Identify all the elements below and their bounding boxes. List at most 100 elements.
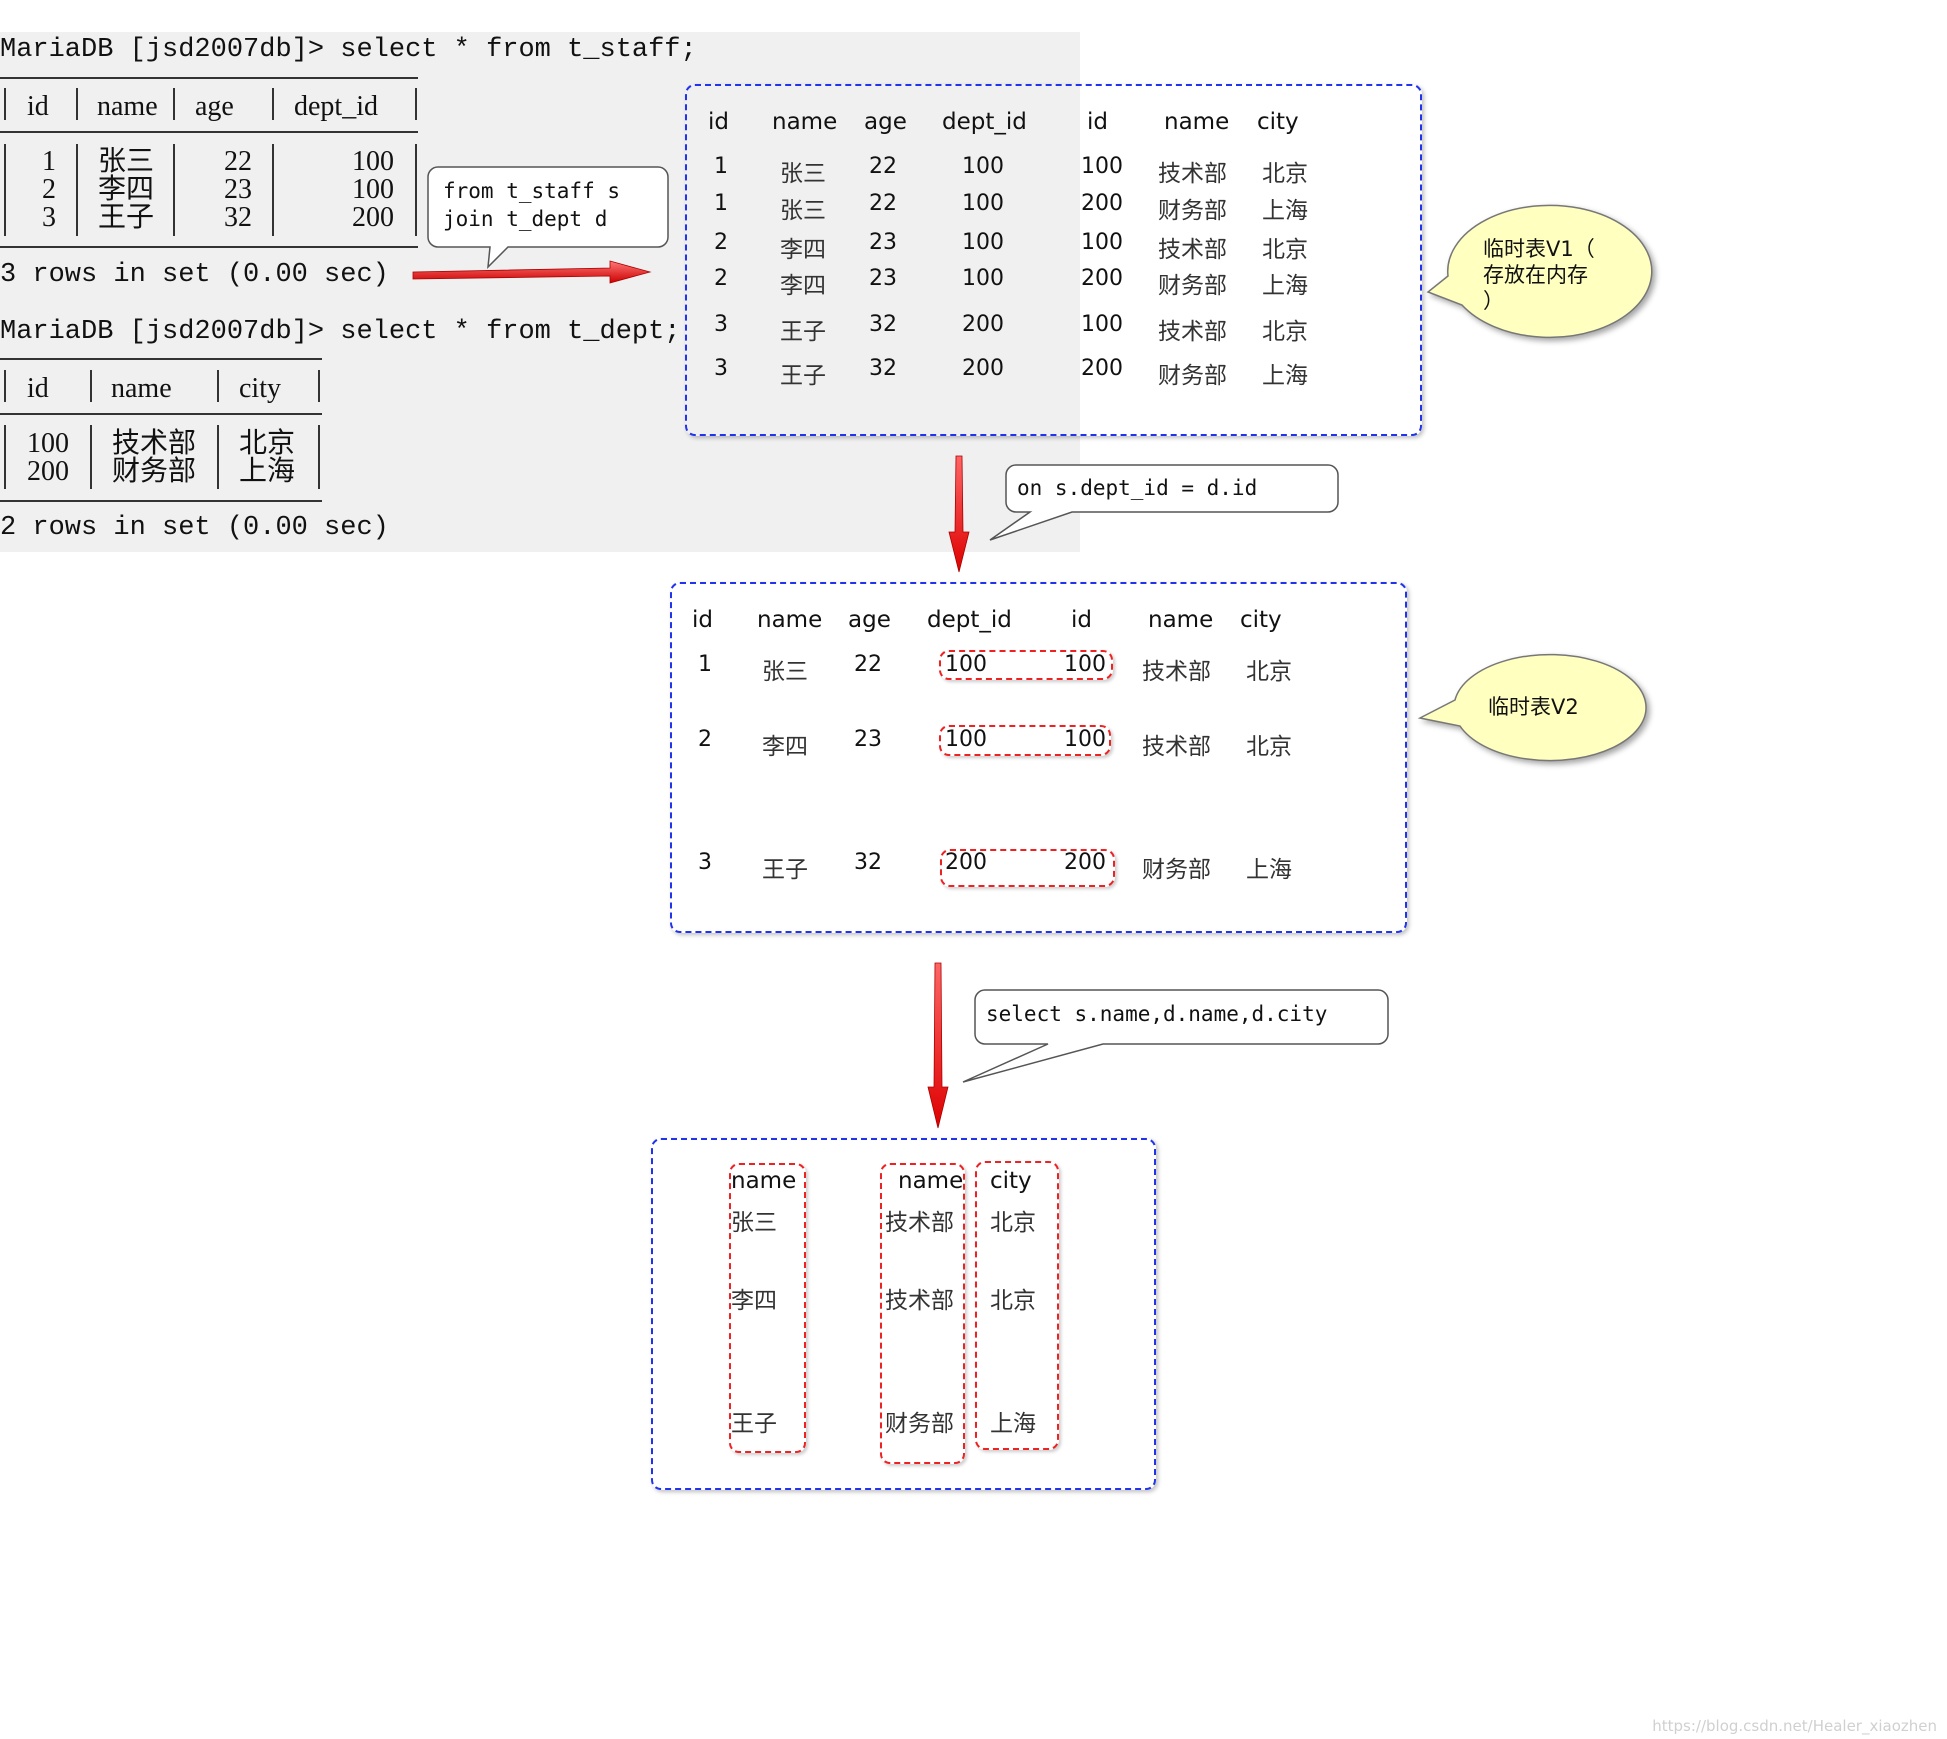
v1-header-age: age xyxy=(864,109,907,135)
table-cell: 3 xyxy=(714,312,728,337)
staff-cell: 3 xyxy=(42,202,56,233)
staff-header-dept-id: dept_id xyxy=(294,91,378,122)
v1-header-name2: name xyxy=(1164,109,1230,135)
column-highlight-city xyxy=(975,1161,1059,1450)
table-cell: 23 xyxy=(869,230,897,255)
dept-header-id: id xyxy=(27,373,49,404)
v2-header-id2: id xyxy=(1071,607,1092,633)
table-cell: 2 xyxy=(714,230,728,255)
table-cell: 200 xyxy=(962,356,1004,381)
ascii-border xyxy=(0,77,418,79)
table-cell: 100 xyxy=(1064,652,1106,677)
table-cell: 200 xyxy=(945,850,987,875)
table-cell: 200 xyxy=(1081,191,1123,216)
table-cell: 1 xyxy=(714,191,728,216)
table-cell: 李四 xyxy=(762,734,808,760)
table-cell: 1 xyxy=(698,652,712,677)
bubble-v1-text: 临时表V1（ 存放在内存 ） xyxy=(1483,237,1595,313)
table-cell: 王子 xyxy=(780,319,826,345)
match-highlight xyxy=(939,650,1113,680)
table-cell: 李四 xyxy=(780,237,826,263)
staff-cell: 王子 xyxy=(98,202,155,233)
table-cell: 100 xyxy=(962,266,1004,291)
v2-header-name2: name xyxy=(1148,607,1214,633)
table-cell: 200 xyxy=(962,312,1004,337)
staff-cell: 22 xyxy=(224,146,252,177)
v2-header-dept-id: dept_id xyxy=(927,607,1012,633)
table-cell: 技术部 xyxy=(1142,734,1211,760)
table-cell: 上海 xyxy=(1262,363,1308,389)
staff-footer: 3 rows in set (0.00 sec) xyxy=(0,260,389,290)
v2-header-age: age xyxy=(848,607,891,633)
table-cell: 技术部 xyxy=(1158,237,1227,263)
staff-header-name: name xyxy=(97,91,158,122)
result-header-city: city xyxy=(990,1168,1032,1194)
table-cell: 技术部 xyxy=(885,1288,954,1314)
v2-header-name: name xyxy=(757,607,823,633)
staff-cell: 100 xyxy=(352,174,394,205)
v2-header-city: city xyxy=(1240,607,1282,633)
table-cell: 李四 xyxy=(780,273,826,299)
table-cell: 100 xyxy=(945,652,987,677)
table-cell: 北京 xyxy=(1262,319,1308,345)
bubble-v1 xyxy=(1426,204,1653,339)
ascii-border xyxy=(0,500,322,502)
table-cell: 22 xyxy=(854,652,882,677)
dept-cell: 上海 xyxy=(239,456,296,487)
ascii-border xyxy=(0,131,418,133)
table-cell: 北京 xyxy=(1246,734,1292,760)
arrow-down xyxy=(948,455,970,573)
callout-select-clause-text: select s.name,d.name,d.city xyxy=(986,1002,1328,1026)
result-header-name: name xyxy=(731,1168,797,1194)
staff-cell: 32 xyxy=(224,202,252,233)
dept-cell: 100 xyxy=(27,428,69,459)
table-cell: 3 xyxy=(714,356,728,381)
query-staff: MariaDB [jsd2007db]> select * from t_sta… xyxy=(0,35,697,65)
table-cell: 李四 xyxy=(731,1288,777,1314)
v2-table-box xyxy=(670,582,1407,933)
table-cell: 北京 xyxy=(1262,237,1308,263)
table-cell: 3 xyxy=(698,850,712,875)
result-header-dept-name: name xyxy=(898,1168,964,1194)
v1-header-dept-id: dept_id xyxy=(942,109,1027,135)
dept-footer: 2 rows in set (0.00 sec) xyxy=(0,513,389,543)
callout-select-clause xyxy=(962,989,1389,1083)
table-cell: 技术部 xyxy=(885,1210,954,1236)
column-highlight-name xyxy=(729,1163,806,1453)
v1-header-id2: id xyxy=(1087,109,1108,135)
table-cell: 100 xyxy=(962,154,1004,179)
table-cell: 财务部 xyxy=(1158,273,1227,299)
bubble-v2 xyxy=(1417,653,1647,762)
table-cell: 200 xyxy=(1064,850,1106,875)
table-cell: 100 xyxy=(1064,727,1106,752)
table-cell: 张三 xyxy=(780,161,826,187)
table-cell: 技术部 xyxy=(1158,161,1227,187)
table-cell: 财务部 xyxy=(1158,198,1227,224)
staff-cell: 李四 xyxy=(98,174,155,205)
match-highlight xyxy=(940,849,1115,887)
v2-header-id: id xyxy=(692,607,713,633)
table-cell: 2 xyxy=(714,266,728,291)
table-cell: 200 xyxy=(1081,356,1123,381)
watermark: https://blog.csdn.net/Healer_xiaozhen xyxy=(1652,1717,1937,1735)
staff-cell: 200 xyxy=(352,202,394,233)
table-cell: 100 xyxy=(945,727,987,752)
dept-cell: 北京 xyxy=(239,428,296,459)
table-cell: 王子 xyxy=(731,1411,777,1437)
staff-header-id: id xyxy=(27,91,49,122)
table-cell: 22 xyxy=(869,191,897,216)
table-cell: 北京 xyxy=(990,1210,1036,1236)
staff-cell: 100 xyxy=(352,146,394,177)
table-cell: 张三 xyxy=(731,1210,777,1236)
table-cell: 张三 xyxy=(762,659,808,685)
table-cell: 23 xyxy=(869,266,897,291)
staff-cell: 1 xyxy=(42,146,56,177)
table-cell: 王子 xyxy=(762,857,808,883)
v1-header-name: name xyxy=(772,109,838,135)
query-dept: MariaDB [jsd2007db]> select * from t_dep… xyxy=(0,317,681,347)
terminal-panel xyxy=(0,32,1080,552)
table-cell: 100 xyxy=(962,230,1004,255)
table-cell: 32 xyxy=(869,312,897,337)
result-table-box xyxy=(651,1138,1156,1490)
